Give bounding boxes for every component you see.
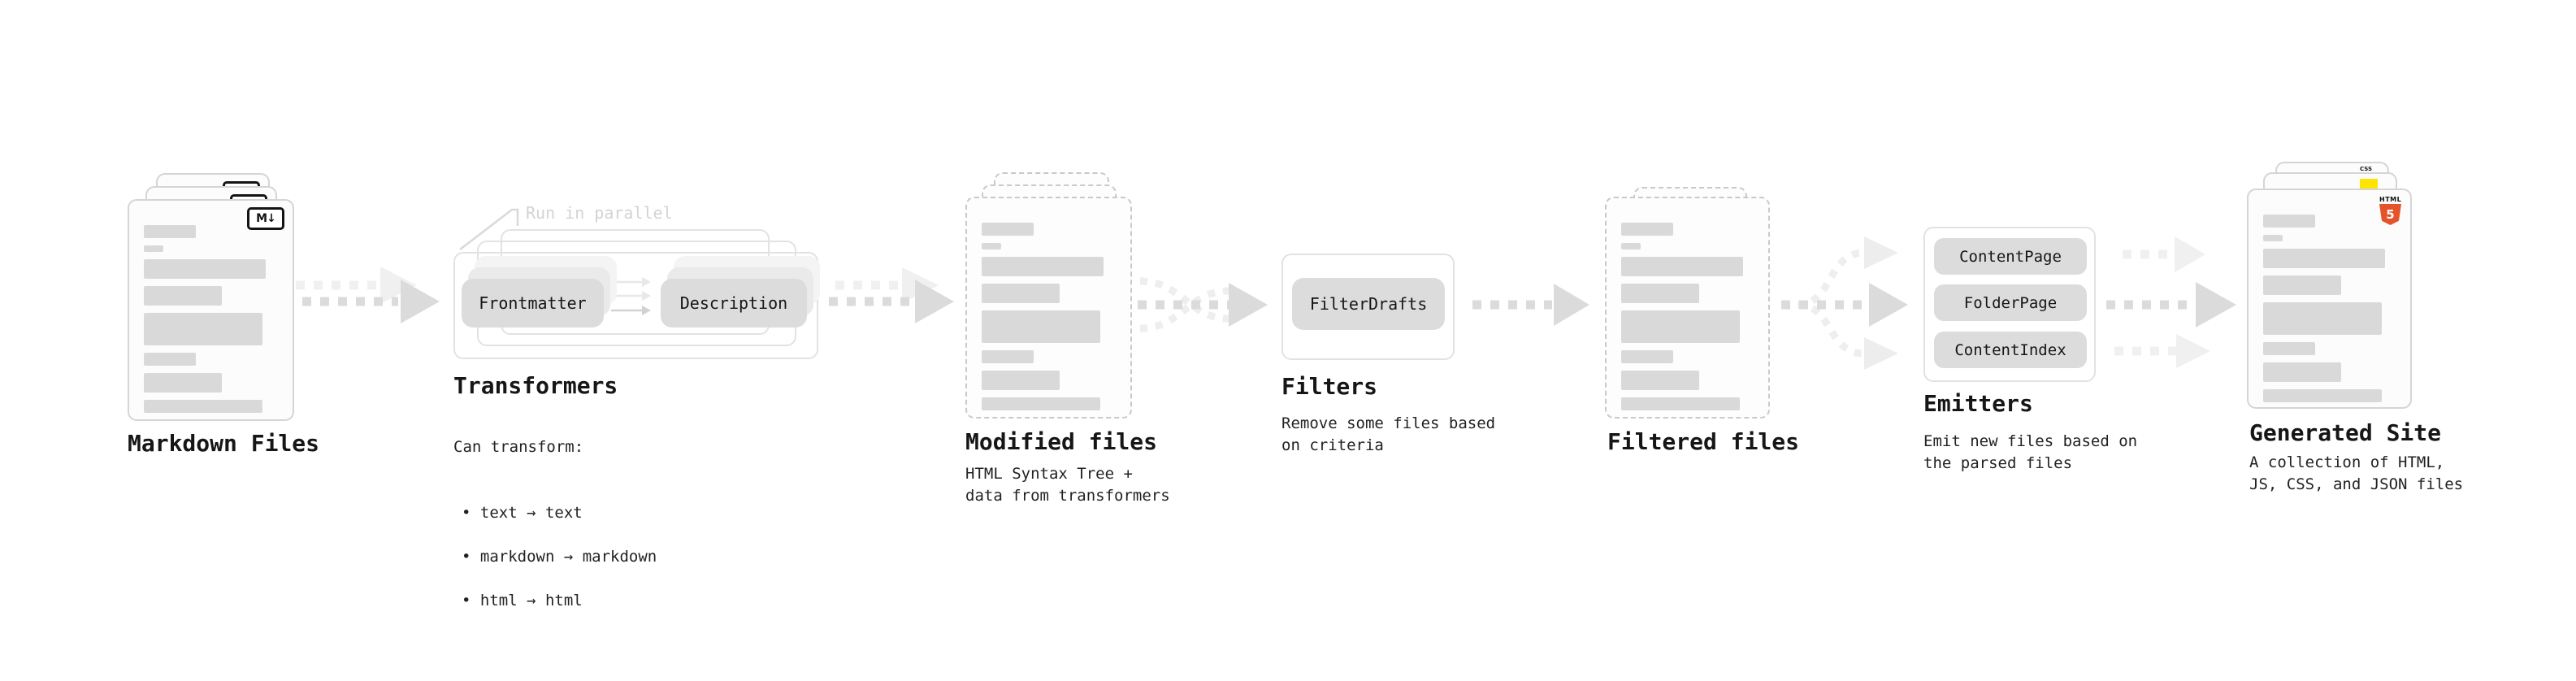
bullet-item: • html → html (462, 592, 583, 609)
filtered-file-card-front (1605, 197, 1770, 419)
transformers-bullet-list: • text → text • markdown → markdown • ht… (453, 480, 657, 634)
markdown-file-card-front: M↓ (128, 199, 294, 421)
arrow-modified-to-filters-merge (1138, 277, 1268, 332)
modified-files-description: HTML Syntax Tree + data from transformer… (965, 465, 1170, 505)
arrow-transformers-to-modified (829, 267, 954, 323)
markdown-files-title: Markdown Files (128, 430, 320, 457)
arrow-filtered-to-emitters-split (1781, 236, 1908, 370)
arrow-emitters-to-generated (2106, 236, 2236, 368)
filters-description: Remove some files based on criteria (1281, 414, 1496, 454)
generated-site-description: A collection of HTML, JS, CSS, and JSON … (2249, 453, 2464, 493)
text-line-placeholders (2263, 215, 2396, 402)
contentindex-node: ContentIndex (1934, 332, 2087, 368)
transformers-title: Transformers (453, 372, 618, 399)
generated-site-title: Generated Site (2249, 419, 2442, 446)
contentpage-node: ContentPage (1934, 238, 2087, 275)
folderpage-node: FolderPage (1934, 284, 2087, 321)
generated-site-stack: CSS HTML 5 (2247, 162, 2412, 410)
html-file-card-front: HTML 5 (2247, 189, 2412, 409)
filtered-files-title: Filtered files (1607, 428, 1800, 455)
parallel-run-arrows (611, 277, 651, 315)
description-node: Description (661, 279, 807, 327)
bullet-item: • text → text (462, 504, 583, 522)
filtered-files-stack (1605, 187, 1770, 420)
modified-file-card-front (965, 197, 1132, 419)
run-in-parallel-note: Run in parallel (526, 203, 673, 223)
filters-box (1281, 254, 1455, 360)
text-line-placeholders (982, 223, 1116, 410)
js-icon (2360, 179, 2378, 189)
arrow-markdown-to-transformers (296, 267, 440, 323)
emitters-description: Emit new files based on the parsed files (1923, 432, 2138, 472)
markdown-icon: M↓ (247, 207, 284, 230)
frontmatter-node: Frontmatter (462, 279, 604, 327)
emitters-title: Emitters (1923, 390, 2033, 417)
bullet-item: • markdown → markdown (462, 548, 657, 566)
html5-icon: HTML 5 (2379, 196, 2401, 225)
transformers-description: Can transform: • text → text • markdown … (453, 414, 657, 656)
markdown-files-stack: M↓ M↓ M↓ (128, 173, 294, 421)
transformers-subtitle: Can transform: (453, 438, 584, 456)
run-in-parallel-callout-line (459, 208, 519, 250)
transformers-box-front (453, 252, 818, 359)
text-line-placeholders (1621, 223, 1754, 410)
filterdrafts-node: FilterDrafts (1292, 278, 1445, 330)
filters-title: Filters (1281, 373, 1378, 400)
emitters-box (1923, 227, 2096, 382)
arrow-filters-to-filtered (1472, 284, 1589, 326)
modified-files-stack (965, 172, 1132, 420)
text-line-placeholders (144, 225, 278, 413)
modified-files-title: Modified files (965, 428, 1158, 455)
